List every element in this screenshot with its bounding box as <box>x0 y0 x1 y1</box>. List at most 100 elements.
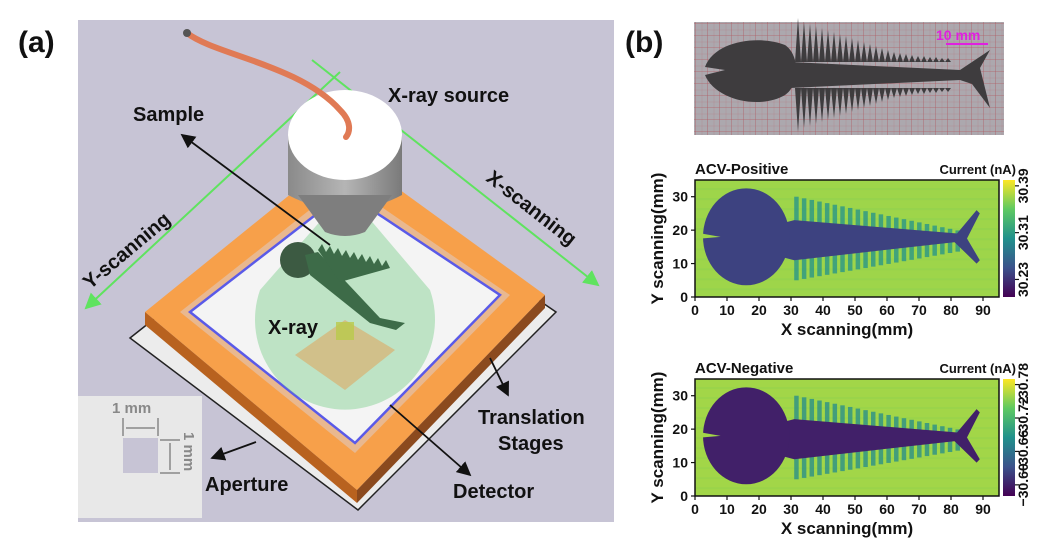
heatmap-fish-body <box>781 419 958 460</box>
heatmap-stripe <box>695 288 999 291</box>
panel-b: (b) 10 mm 0 10 20 30 40 50 60 70 80 90 0 10 20 30 X sc… <box>625 18 1031 538</box>
y-tick-label: 10 <box>672 455 688 471</box>
y-tick-label: 10 <box>672 256 688 272</box>
x-tick-label: 60 <box>879 501 895 517</box>
x-tick-label: 0 <box>691 501 699 517</box>
x-axis-label: X scanning(mm) <box>781 320 913 339</box>
x-tick-label: 10 <box>719 302 735 318</box>
x-tick-label: 60 <box>879 302 895 318</box>
xray-source-label: X-ray source <box>388 85 509 107</box>
xray-source <box>288 90 402 236</box>
heatmap-stripe <box>695 188 999 191</box>
aperture-inset: 1 mm 1 mm <box>78 396 202 518</box>
x-tick-label: 80 <box>943 501 959 517</box>
translation-label-2: Stages <box>498 433 564 455</box>
y-axis-label: Y scanning(mm) <box>648 372 667 504</box>
xray-label: X-ray <box>268 317 319 339</box>
colorbar-tick-label: −30.78 <box>1015 363 1031 406</box>
colorbar-tick-label: 30.31 <box>1015 215 1031 250</box>
panel-b-label: (b) <box>625 26 663 59</box>
sample-arrow <box>180 133 331 246</box>
sample-label: Sample <box>133 104 204 126</box>
x-tick-label: 0 <box>691 302 699 318</box>
heatmap-fish-head <box>703 188 790 286</box>
heatmap-acv-positive: 0 10 20 30 40 50 60 70 80 90 0 10 20 30 X scanning(mm)… <box>648 161 1031 339</box>
colorbar-tick-label: 30.39 <box>1015 168 1031 203</box>
x-axis-label: X scanning(mm) <box>781 519 913 538</box>
frame-side <box>357 295 545 503</box>
x-tick-label: 70 <box>911 302 927 318</box>
translation-label-1: Translation <box>478 407 585 429</box>
heatmap-title: ACV-Negative <box>695 360 793 377</box>
sample-photo: 10 mm <box>694 18 1004 135</box>
detector-chip <box>336 322 354 340</box>
colorbar-label: Current (nA) <box>939 361 1016 376</box>
heatmap-fish-tail <box>954 210 980 264</box>
colorbar-tick-label: −30.66 <box>1015 430 1031 473</box>
y-tick-label: 30 <box>672 189 688 205</box>
heatmap-stripe <box>695 457 999 460</box>
x-tick-label: 90 <box>975 302 991 318</box>
photo-scale-bar-label: 10 mm <box>936 27 980 43</box>
colorbar-label: Current (nA) <box>939 162 1016 177</box>
cable-end <box>183 29 191 37</box>
x-tick-label: 70 <box>911 501 927 517</box>
x-tick-label: 40 <box>815 501 831 517</box>
heatmap-fish-mouth <box>701 233 721 239</box>
x-tick-label: 30 <box>783 302 799 318</box>
x-tick-label: 90 <box>975 501 991 517</box>
y-tick-label: 0 <box>680 488 688 504</box>
stages-arrow <box>489 357 509 397</box>
heatmap-stripe <box>695 218 999 221</box>
heatmap-stripe <box>695 258 999 261</box>
heatmap-fish-mouth <box>701 432 721 438</box>
frame-side-left <box>145 312 357 503</box>
heatmap-stripe <box>695 407 999 410</box>
detector <box>295 320 395 390</box>
sample-fish <box>280 242 405 330</box>
heatmap-fish-tail <box>954 409 980 463</box>
y-tick-label: 20 <box>672 222 688 238</box>
x-tick-label: 20 <box>751 501 767 517</box>
plot-frame <box>694 378 1000 497</box>
inset-width-label: 1 mm <box>112 400 151 417</box>
x-tick-label: 50 <box>847 501 863 517</box>
heatmap-stripe <box>695 387 999 390</box>
heatmap-stripe <box>695 397 999 400</box>
colorbar <box>1003 180 1015 297</box>
aperture-arrow <box>210 441 257 461</box>
colorbar <box>1003 379 1015 496</box>
x-tick-label: 10 <box>719 501 735 517</box>
heatmap-stripe <box>695 208 999 211</box>
heatmap-stripe <box>695 278 999 281</box>
panel-a-label: (a) <box>18 26 55 59</box>
heatmap-fish-head <box>703 387 790 485</box>
heatmap-fish-body <box>781 220 958 261</box>
panel-a: (a) <box>18 20 614 522</box>
heatmap-stripe <box>695 487 999 490</box>
y-tick-label: 0 <box>680 289 688 305</box>
y-tick-label: 20 <box>672 421 688 437</box>
y-tick-label: 30 <box>672 388 688 404</box>
heatmap-stripe <box>695 477 999 480</box>
x-tick-label: 40 <box>815 302 831 318</box>
colorbar-tick-label: −30.72 <box>1015 396 1031 439</box>
x-tick-label: 20 <box>751 302 767 318</box>
heatmap-stripe <box>695 268 999 271</box>
detector-label: Detector <box>453 481 534 503</box>
colorbar-tick-label: 30.23 <box>1015 262 1031 297</box>
cable <box>184 30 353 140</box>
detector-arrow <box>389 404 472 477</box>
heatmap-title: ACV-Positive <box>695 161 788 178</box>
x-tick-label: 50 <box>847 302 863 318</box>
colorbar-tick-label: −30.60 <box>1015 463 1031 506</box>
aperture-label: Aperture <box>205 474 288 496</box>
y-axis-label: Y scanning(mm) <box>648 173 667 305</box>
inset-height-label: 1 mm <box>180 432 197 471</box>
plot-frame <box>694 179 1000 298</box>
heatmap-stripe <box>695 417 999 420</box>
heatmap-stripe <box>695 467 999 470</box>
x-tick-label: 80 <box>943 302 959 318</box>
